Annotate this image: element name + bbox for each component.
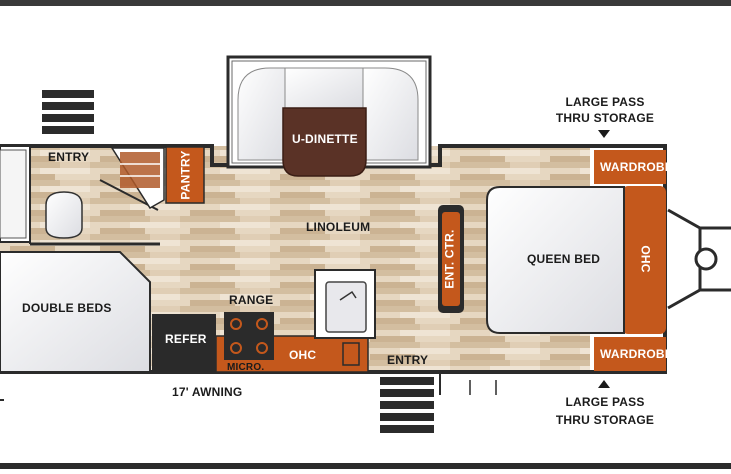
entry-left-label: ENTRY: [48, 150, 90, 164]
double-beds-label: DOUBLE BEDS: [22, 301, 112, 315]
wardrobe-bottom-label: WARDROBE: [600, 347, 673, 361]
storage-arrow-top: [598, 130, 610, 138]
galley-ohc-label: OHC: [289, 348, 317, 362]
bath-area: [0, 149, 27, 239]
sink-basin: [325, 281, 367, 333]
pantry-cabinet: [165, 146, 205, 204]
awning-label: 17' AWNING: [172, 385, 243, 399]
refer-fridge: [152, 314, 216, 372]
storage-top-line2: THRU STORAGE: [555, 111, 655, 125]
double-beds: [0, 251, 151, 373]
linoleum-label: LINOLEUM: [306, 220, 371, 234]
top-border: [0, 0, 731, 6]
range-stove: [224, 312, 274, 360]
storage-arrow-bottom: [598, 380, 610, 388]
dinette-cushion-back: [284, 67, 364, 109]
entry-step-top: [42, 90, 94, 134]
entry-bottom-label: ENTRY: [387, 353, 429, 367]
chair-icon: [45, 191, 83, 239]
dinette-cushion-left: [237, 67, 286, 161]
range-label: RANGE: [229, 293, 274, 307]
wardrobe-top: [594, 150, 666, 184]
closet-shelves: [120, 152, 160, 188]
storage-bottom-line1: LARGE PASS: [565, 395, 645, 409]
wardrobe-bottom: [594, 337, 666, 371]
refer-label: REFER: [165, 332, 207, 346]
wardrobe-top-label: WARDROBE: [600, 160, 673, 174]
bottom-border: [0, 463, 731, 469]
storage-top-line1: LARGE PASS: [565, 95, 645, 109]
queen-bed-ohc: [622, 186, 666, 334]
pantry-label: PANTRY: [178, 150, 193, 200]
dinette-table: [282, 107, 367, 177]
queen-bed-label: QUEEN BED: [527, 252, 601, 266]
udinette-label: U-DINETTE: [292, 132, 358, 146]
micro-label: MICRO.: [227, 362, 265, 373]
entry-step-bottom: [380, 377, 434, 433]
bed-ohc-label: OHC: [638, 245, 653, 273]
dinette-cushion-right: [362, 67, 419, 161]
queen-bed: [486, 186, 625, 334]
storage-bottom-line2: THRU STORAGE: [555, 413, 655, 427]
ent-ctr-label: ENT. CTR.: [442, 229, 457, 289]
